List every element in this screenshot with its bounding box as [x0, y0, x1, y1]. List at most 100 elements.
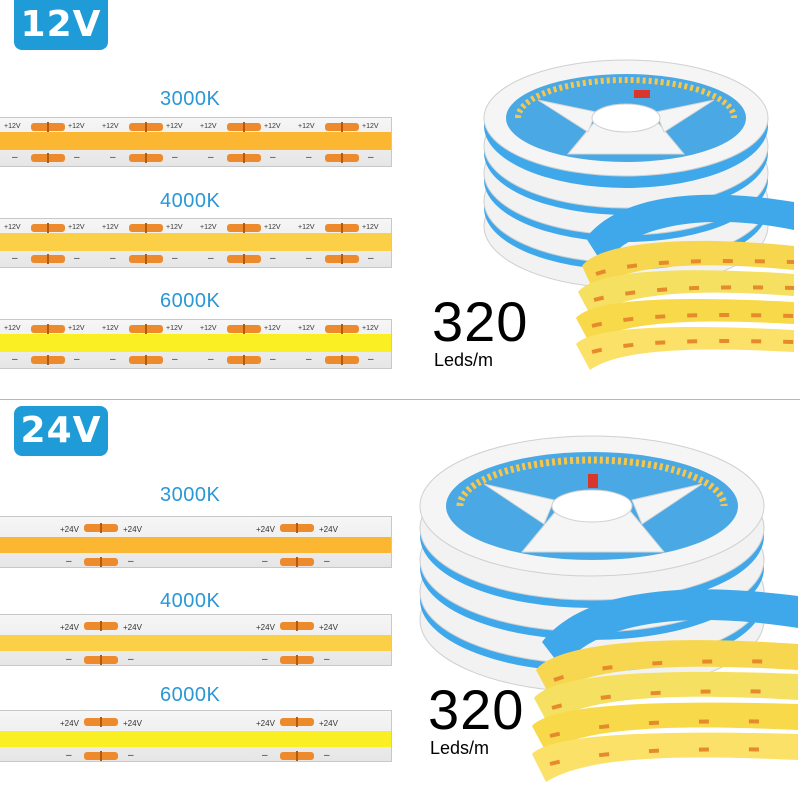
positive-terminal-label: +24V	[256, 623, 275, 632]
temp-label-12v-4000k: 4000K	[160, 190, 221, 212]
led-reel-image	[419, 435, 798, 782]
negative-terminal-label: –	[172, 152, 178, 163]
negative-terminal-label: –	[74, 152, 80, 163]
positive-terminal-label: +24V	[319, 719, 338, 728]
strip-segment: +24V+24V––	[196, 714, 392, 761]
temp-label-12v-3000k: 3000K	[160, 88, 221, 110]
strip-segment: +12V+12V––	[4, 222, 104, 266]
strip-segment: +12V+12V––	[4, 121, 104, 165]
positive-terminal-label: +24V	[319, 623, 338, 632]
negative-terminal-label: –	[110, 253, 116, 264]
solder-pad	[227, 254, 261, 264]
positive-terminal-label: +12V	[166, 224, 183, 231]
solder-pad	[84, 621, 118, 631]
strip-segment: +24V+24V––	[0, 618, 196, 665]
led-band	[0, 132, 391, 150]
positive-terminal-label: +12V	[4, 325, 21, 332]
solder-pad	[129, 355, 163, 365]
solder-pad	[227, 324, 261, 334]
density-12v: 320 Leds/m	[432, 294, 528, 371]
led-strip-24v-3000k: +24V+24V–– +24V+24V––	[0, 516, 392, 568]
positive-terminal-label: +12V	[200, 123, 217, 130]
positive-terminal-label: +12V	[166, 325, 183, 332]
solder-pad	[227, 122, 261, 132]
solder-pad	[31, 254, 65, 264]
solder-pad	[31, 153, 65, 163]
solder-pad	[84, 523, 118, 533]
strip-segment: +24V+24V––	[196, 618, 392, 665]
negative-terminal-label: –	[12, 253, 18, 264]
voltage-badge-12v: 12V	[14, 0, 108, 50]
strip-segment: +12V +12V – –	[298, 323, 398, 367]
positive-terminal-label: +12V	[362, 325, 379, 332]
negative-terminal-label: –	[74, 253, 80, 264]
positive-terminal-label: +12V	[68, 325, 85, 332]
negative-terminal-label: –	[66, 750, 72, 761]
positive-terminal-label: +12V	[298, 224, 315, 231]
negative-terminal-label: –	[324, 654, 330, 665]
strip-segment: +12V+12V––	[200, 323, 300, 367]
negative-terminal-label: –	[324, 750, 330, 761]
strip-segment: +24V+24V––	[0, 714, 196, 761]
positive-terminal-label: +12V	[362, 224, 379, 231]
solder-pad	[325, 355, 359, 365]
solder-pad	[84, 655, 118, 665]
led-band	[0, 635, 391, 651]
section-divider	[0, 399, 800, 400]
solder-pad	[129, 153, 163, 163]
negative-terminal-label: –	[208, 354, 214, 365]
positive-terminal-label: +12V	[200, 325, 217, 332]
led-band	[0, 233, 391, 251]
positive-terminal-label: +12V	[298, 123, 315, 130]
negative-terminal-label: –	[128, 654, 134, 665]
negative-terminal-label: –	[306, 253, 312, 264]
solder-pad	[325, 254, 359, 264]
positive-terminal-label: +12V	[362, 123, 379, 130]
solder-pad	[227, 223, 261, 233]
negative-terminal-label: –	[110, 354, 116, 365]
negative-terminal-label: –	[66, 654, 72, 665]
positive-terminal-label: +12V	[102, 123, 119, 130]
solder-pad	[280, 523, 314, 533]
positive-terminal-label: +12V	[166, 123, 183, 130]
strip-segment: +12V+12V––	[102, 121, 202, 165]
negative-terminal-label: –	[270, 253, 276, 264]
positive-terminal-label: +24V	[319, 525, 338, 534]
negative-terminal-label: –	[128, 556, 134, 567]
strip-segment: +24V+24V––	[196, 520, 392, 567]
strip-segment: +12V+12V––	[200, 222, 300, 266]
positive-terminal-label: +12V	[68, 123, 85, 130]
solder-pad	[227, 153, 261, 163]
positive-terminal-label: +12V	[102, 325, 119, 332]
solder-pad	[325, 223, 359, 233]
solder-pad	[129, 324, 163, 334]
positive-terminal-label: +24V	[60, 623, 79, 632]
strip-segment: +12V+12V––	[4, 323, 104, 367]
positive-terminal-label: +24V	[256, 525, 275, 534]
solder-pad	[84, 557, 118, 567]
negative-terminal-label: –	[368, 354, 374, 365]
positive-terminal-label: +12V	[68, 224, 85, 231]
solder-pad	[31, 223, 65, 233]
positive-terminal-label: +24V	[256, 719, 275, 728]
temp-label-24v-3000k: 3000K	[160, 484, 221, 506]
positive-terminal-label: +24V	[123, 525, 142, 534]
strip-segment: +12V+12V––	[102, 222, 202, 266]
negative-terminal-label: –	[262, 556, 268, 567]
solder-pad	[280, 717, 314, 727]
negative-terminal-label: –	[172, 253, 178, 264]
strip-segment: +12V+12V––	[298, 121, 398, 165]
strip-segment: +12V+12V––	[298, 222, 398, 266]
voltage-badge-24v: 24V	[14, 406, 108, 456]
led-strip-12v-6000k: +12V+12V–– +12V+12V–– +12V+12V–– +12V+12…	[0, 319, 392, 369]
positive-terminal-label: +12V	[264, 224, 281, 231]
positive-terminal-label: +12V	[298, 325, 315, 332]
strip-segment: +12V+12V––	[200, 121, 300, 165]
temp-label-24v-6000k: 6000K	[160, 684, 221, 706]
positive-terminal-label: +24V	[60, 719, 79, 728]
led-band	[0, 537, 391, 553]
section-24v: 24V 3000K +24V+24V–– +24V+24V–– 4000K +2…	[0, 400, 800, 800]
negative-terminal-label: –	[172, 354, 178, 365]
negative-terminal-label: –	[306, 354, 312, 365]
positive-terminal-label: +12V	[264, 123, 281, 130]
